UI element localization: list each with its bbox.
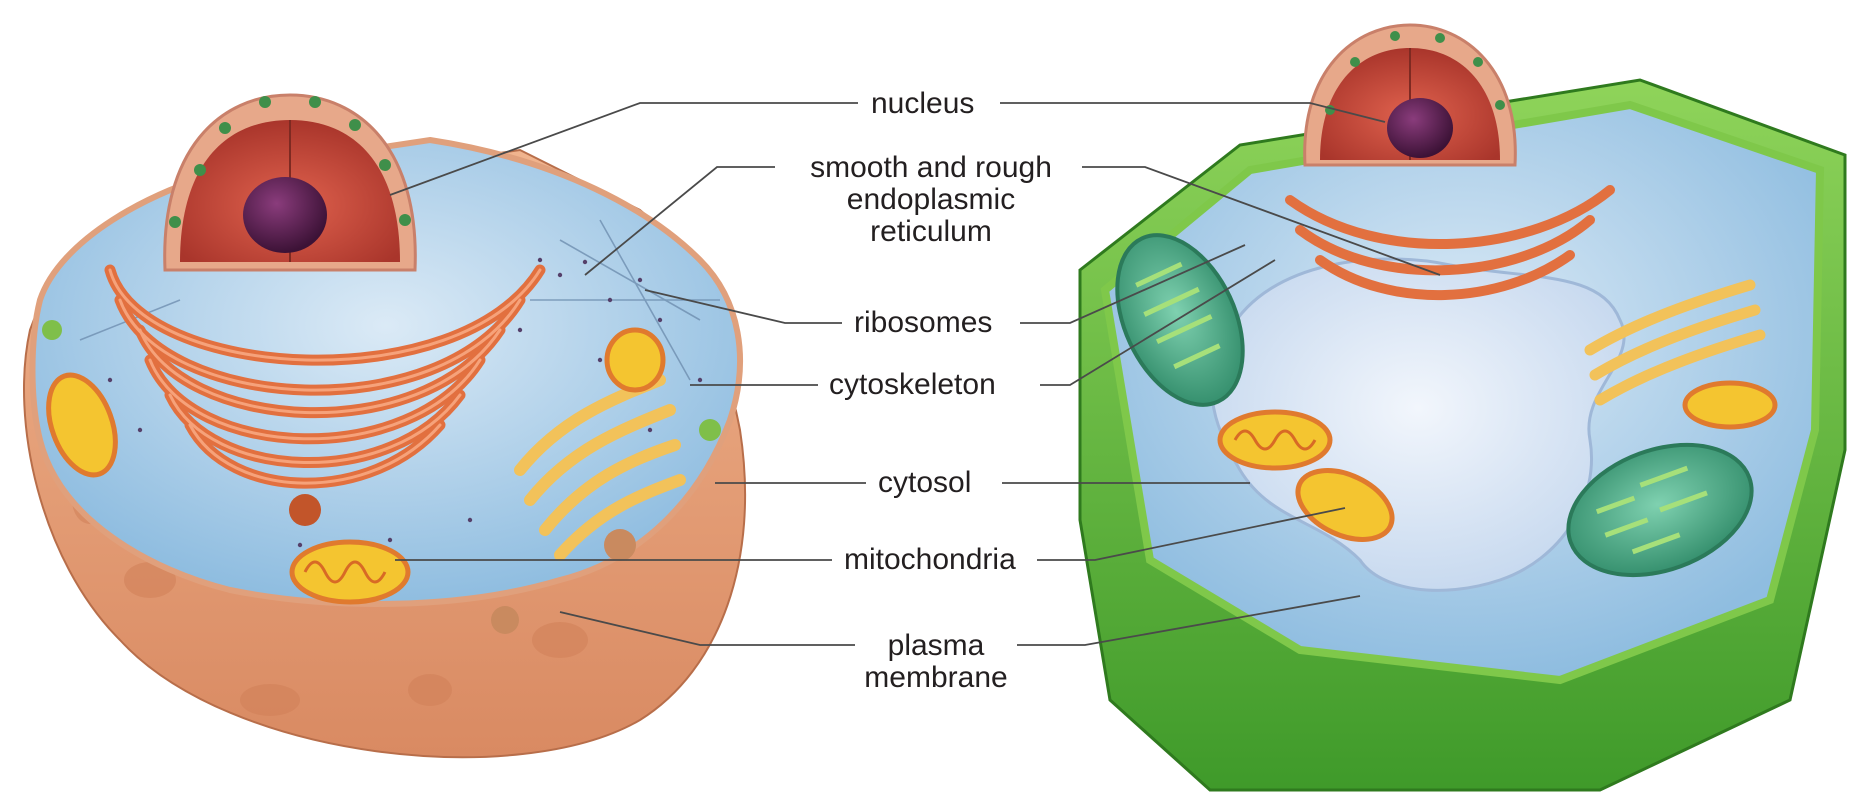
label-er-line3: reticulum (786, 216, 1076, 248)
label-mitochondria: mitochondria (838, 544, 1022, 576)
label-plasma-line2: membrane (861, 662, 1011, 694)
label-er-line2: endoplasmic (786, 184, 1076, 216)
plant-nucleolus (1387, 98, 1453, 158)
animal-nucleolus (243, 177, 327, 253)
label-er-line1: smooth and rough (786, 152, 1076, 184)
label-cytosol: cytosol (872, 467, 977, 499)
animal-nucleus (165, 95, 416, 270)
label-nucleus: nucleus (865, 88, 980, 120)
label-plasma-line1: plasma (861, 630, 1011, 662)
label-er: smooth and rough endoplasmic reticulum (780, 152, 1082, 248)
label-cytoskeleton: cytoskeleton (823, 369, 1002, 401)
label-plasma-membrane: plasma membrane (855, 630, 1017, 694)
animal-cell (24, 95, 745, 757)
label-ribosomes: ribosomes (848, 307, 998, 339)
plant-nucleus (1305, 25, 1516, 165)
plant-cell (1080, 25, 1845, 790)
